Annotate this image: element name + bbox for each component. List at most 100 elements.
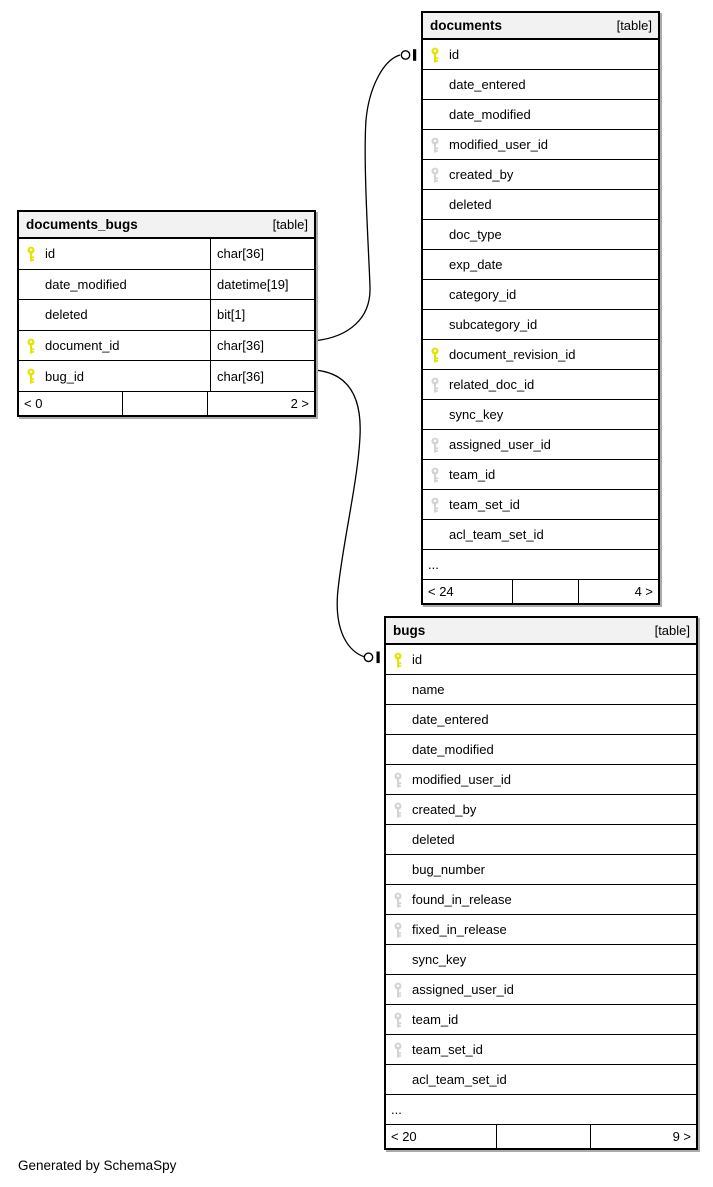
column-name: document_revision_id [449,347,576,362]
table-name[interactable]: documents [430,18,503,33]
column-name: acl_team_set_id [449,527,544,542]
column-name: category_id [449,287,517,302]
column-name: team_id [449,467,496,482]
table-type-badge: [table] [654,623,690,638]
ellipsis-text: ... [428,557,439,572]
table-header: documents [table] [423,13,658,40]
foreign-key-icon [394,892,402,907]
footer-parents-count: < 0 [19,391,123,415]
connector-circle [363,652,374,663]
connector-circle [400,50,411,60]
primary-key-icon [27,368,35,384]
relationship-documents_bugs-document_id-to-documents-id [315,49,417,342]
foreign-key-icon [431,137,439,152]
foreign-key-icon [394,1012,402,1027]
column-datatype: char[36] [210,239,314,269]
column-name: found_in_release [412,892,512,907]
column-name: acl_team_set_id [412,1072,507,1087]
column-row-category_id: category_id [423,279,658,309]
footer-children-count: 9 > [672,1129,691,1144]
primary-key-icon [27,246,35,262]
column-row-related_doc_id: related_doc_id [423,369,658,399]
column-row-modified_user_id: modified_user_id [423,129,658,159]
table-name[interactable]: bugs [393,623,426,638]
foreign-key-icon [394,982,402,997]
table-name[interactable]: documents_bugs [26,217,138,232]
footer-parents-count: < 20 [386,1125,497,1148]
column-row-bug_number: bug_number [386,854,696,884]
table-type-badge: [table] [616,18,652,33]
table-type-badge: [table] [272,217,308,232]
column-row-assigned_user_id: assigned_user_id [423,429,658,459]
foreign-key-icon [431,497,439,512]
column-name: doc_type [449,227,502,242]
column-name: team_set_id [449,497,520,512]
footer-parents-count: < 24 [423,580,513,603]
foreign-key-icon [394,772,402,787]
ellipsis-text: ... [391,1102,402,1117]
foreign-key-icon [394,1042,402,1057]
column-name: team_id [412,1012,459,1027]
column-row-sync_key: sync_key [386,944,696,974]
column-name: created_by [412,802,477,817]
column-row-modified_user_id: modified_user_id [386,764,696,794]
table-documents[interactable]: documents [table] id date_entered date_mod… [421,11,660,605]
table-footer: < 0 2 > [19,390,314,415]
primary-key-icon [431,47,439,62]
table-footer: < 20 9 > [386,1124,696,1148]
column-row-team_id: team_id [386,1004,696,1034]
column-name: date_modified [449,107,531,122]
column-row-date_modified: date_modified [423,99,658,129]
foreign-key-icon [431,377,439,392]
column-name: assigned_user_id [412,982,514,997]
schemaspy-credit: Generated by SchemaSpy [18,1158,177,1173]
column-row-team_set_id: team_set_id [423,489,658,519]
column-name: sync_key [449,407,504,422]
column-datatype: char[36] [210,361,314,391]
footer-children-count: 4 > [634,584,653,599]
primary-key-icon [27,338,35,354]
column-name: id [449,47,460,62]
table-header: bugs [table] [386,618,696,645]
column-row-date_modified: date_modified [386,734,696,764]
column-row-created_by: created_by [386,794,696,824]
column-name: deleted [449,197,492,212]
column-row-exp_date: exp_date [423,249,658,279]
more-columns-ellipsis: ... [423,549,658,579]
foreign-key-icon [431,167,439,182]
primary-key-icon [431,347,439,362]
column-name: date_modified [412,742,494,757]
column-name: modified_user_id [412,772,512,787]
column-row-document_revision_id: document_revision_id [423,339,658,369]
column-datatype: datetime[19] [210,269,314,300]
column-name: date_modified [45,276,127,292]
column-row-team_id: team_id [423,459,658,489]
table-footer: < 24 4 > [423,579,658,603]
column-row-date_modified: date_modified datetime[19] [19,268,314,300]
footer-children-count: 2 > [290,395,309,411]
table-header: documents_bugs [table] [19,212,314,239]
column-name: fixed_in_release [412,922,507,937]
column-row-deleted: deleted [423,189,658,219]
column-name: bug_id [45,368,85,384]
column-datatype: char[36] [210,330,314,361]
column-row-id: id [386,645,696,674]
column-name: date_entered [449,77,526,92]
column-row-name: name [386,674,696,704]
relationship-documents_bugs-bug_id-to-bugs-id [315,369,380,664]
column-name: bug_number [412,862,485,877]
column-row-assigned_user_id: assigned_user_id [386,974,696,1004]
column-name: id [412,652,423,667]
column-row-bug_id: bug_id char[36] [19,360,314,391]
foreign-key-icon [394,922,402,937]
column-name: assigned_user_id [449,437,551,452]
column-name: related_doc_id [449,377,535,392]
column-name: deleted [45,307,88,323]
foreign-key-icon [431,437,439,452]
column-row-date_entered: date_entered [386,704,696,734]
